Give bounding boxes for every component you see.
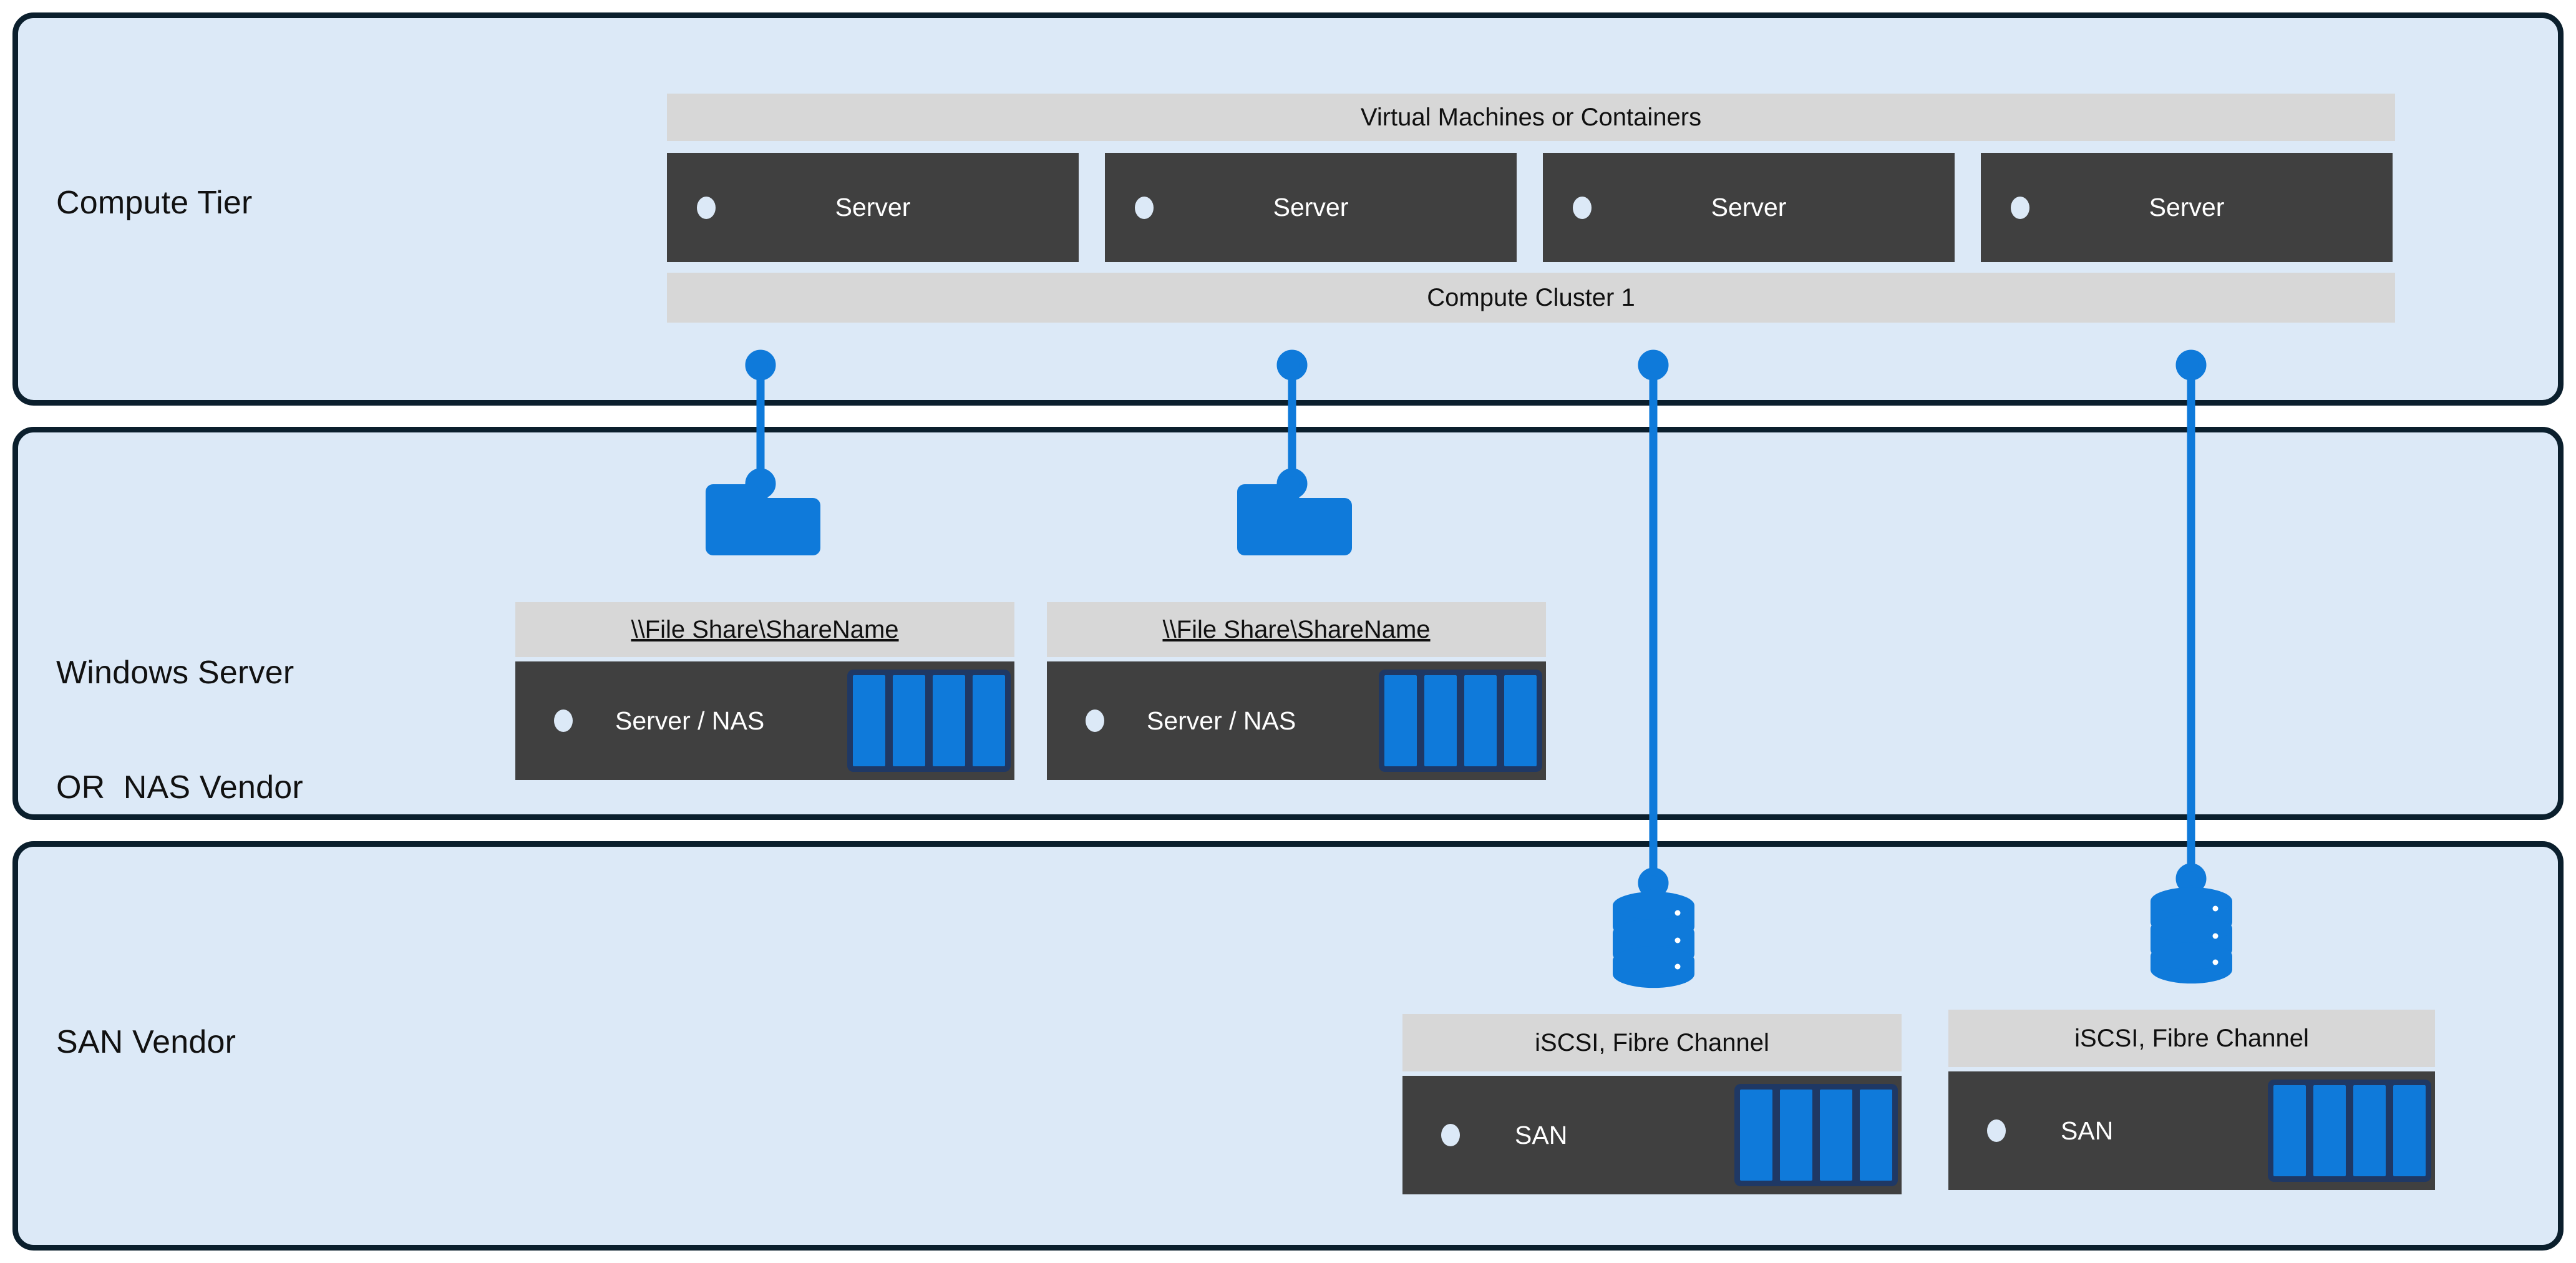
status-dot-icon <box>1135 196 1154 219</box>
nas-node-title-1: Server / NAS <box>615 706 765 735</box>
drive-bay-cluster <box>847 670 1011 772</box>
drive-bay-cluster <box>1734 1084 1898 1186</box>
file-share-caption-bar-1: \\File Share\ShareName <box>515 602 1014 657</box>
status-dot-icon <box>1573 196 1592 219</box>
san-protocol-label-2: iSCSI, Fibre Channel <box>2074 1024 2309 1052</box>
drive-bay <box>1860 1090 1892 1181</box>
tier-label-compute: Compute Tier <box>56 185 253 221</box>
drive-bay-cluster <box>2268 1080 2431 1182</box>
drive-bay <box>853 675 885 766</box>
tier-label-nas: Windows Server OR NAS Vendor <box>56 577 303 884</box>
tier-label-nas-line2: OR NAS Vendor <box>56 769 303 806</box>
status-dot-icon <box>2011 196 2029 219</box>
compute-server-box-1[interactable]: Server <box>667 153 1079 262</box>
status-dot-icon <box>697 196 716 219</box>
drive-bay <box>933 675 965 766</box>
san-node-box-1[interactable]: SAN <box>1402 1076 1902 1194</box>
compute-cluster-label: Compute Cluster 1 <box>1427 283 1635 311</box>
drive-bay <box>2313 1085 2346 1176</box>
status-dot-icon <box>1987 1119 2006 1142</box>
drive-bay <box>1504 675 1537 766</box>
drive-bay <box>973 675 1005 766</box>
nas-node-box-2[interactable]: Server / NAS <box>1047 661 1546 780</box>
folder-icon <box>706 484 820 555</box>
compute-top-caption-text: Virtual Machines or Containers <box>1360 103 1702 131</box>
drive-bay <box>1780 1090 1812 1181</box>
status-dot-icon <box>1441 1124 1460 1146</box>
drive-bay <box>1424 675 1457 766</box>
drive-bay <box>1740 1090 1772 1181</box>
drive-bay <box>2353 1085 2386 1176</box>
compute-server-title-4: Server <box>2149 193 2225 222</box>
status-dot-icon <box>1086 710 1104 732</box>
folder-icon <box>1237 484 1352 555</box>
compute-server-box-4[interactable]: Server <box>1981 153 2393 262</box>
file-share-caption-bar-2: \\File Share\ShareName <box>1047 602 1546 657</box>
database-cylinder-icon <box>2151 887 2232 984</box>
compute-server-box-3[interactable]: Server <box>1543 153 1955 262</box>
san-node-title-2: SAN <box>2061 1116 2114 1145</box>
file-share-path-2: \\File Share\ShareName <box>1162 615 1431 643</box>
database-cylinder-icon <box>1613 892 1694 988</box>
tier-label-nas-line1: Windows Server <box>56 654 294 691</box>
san-protocol-label-1: iSCSI, Fibre Channel <box>1535 1028 1769 1056</box>
san-node-title-1: SAN <box>1515 1120 1568 1149</box>
san-caption-bar-1: iSCSI, Fibre Channel <box>1402 1014 1902 1071</box>
compute-server-box-2[interactable]: Server <box>1105 153 1517 262</box>
file-share-path-1: \\File Share\ShareName <box>631 615 899 643</box>
san-node-box-2[interactable]: SAN <box>1948 1071 2435 1190</box>
drive-bay <box>2273 1085 2306 1176</box>
compute-top-caption-bar: Virtual Machines or Containers <box>667 94 2395 141</box>
drive-bay-cluster <box>1379 670 1542 772</box>
compute-bottom-caption-bar: Compute Cluster 1 <box>667 273 2395 323</box>
nas-node-box-1[interactable]: Server / NAS <box>515 661 1014 780</box>
drive-bay <box>1464 675 1497 766</box>
compute-server-title-3: Server <box>1711 193 1787 222</box>
drive-bay <box>1820 1090 1852 1181</box>
compute-server-title-1: Server <box>835 193 911 222</box>
drive-bay <box>2393 1085 2426 1176</box>
drive-bay <box>1384 675 1417 766</box>
nas-node-title-2: Server / NAS <box>1147 706 1296 735</box>
san-caption-bar-2: iSCSI, Fibre Channel <box>1948 1010 2435 1067</box>
status-dot-icon <box>554 710 573 732</box>
tier-label-san: SAN Vendor <box>56 1024 236 1060</box>
compute-server-title-2: Server <box>1273 193 1349 222</box>
drive-bay <box>893 675 925 766</box>
